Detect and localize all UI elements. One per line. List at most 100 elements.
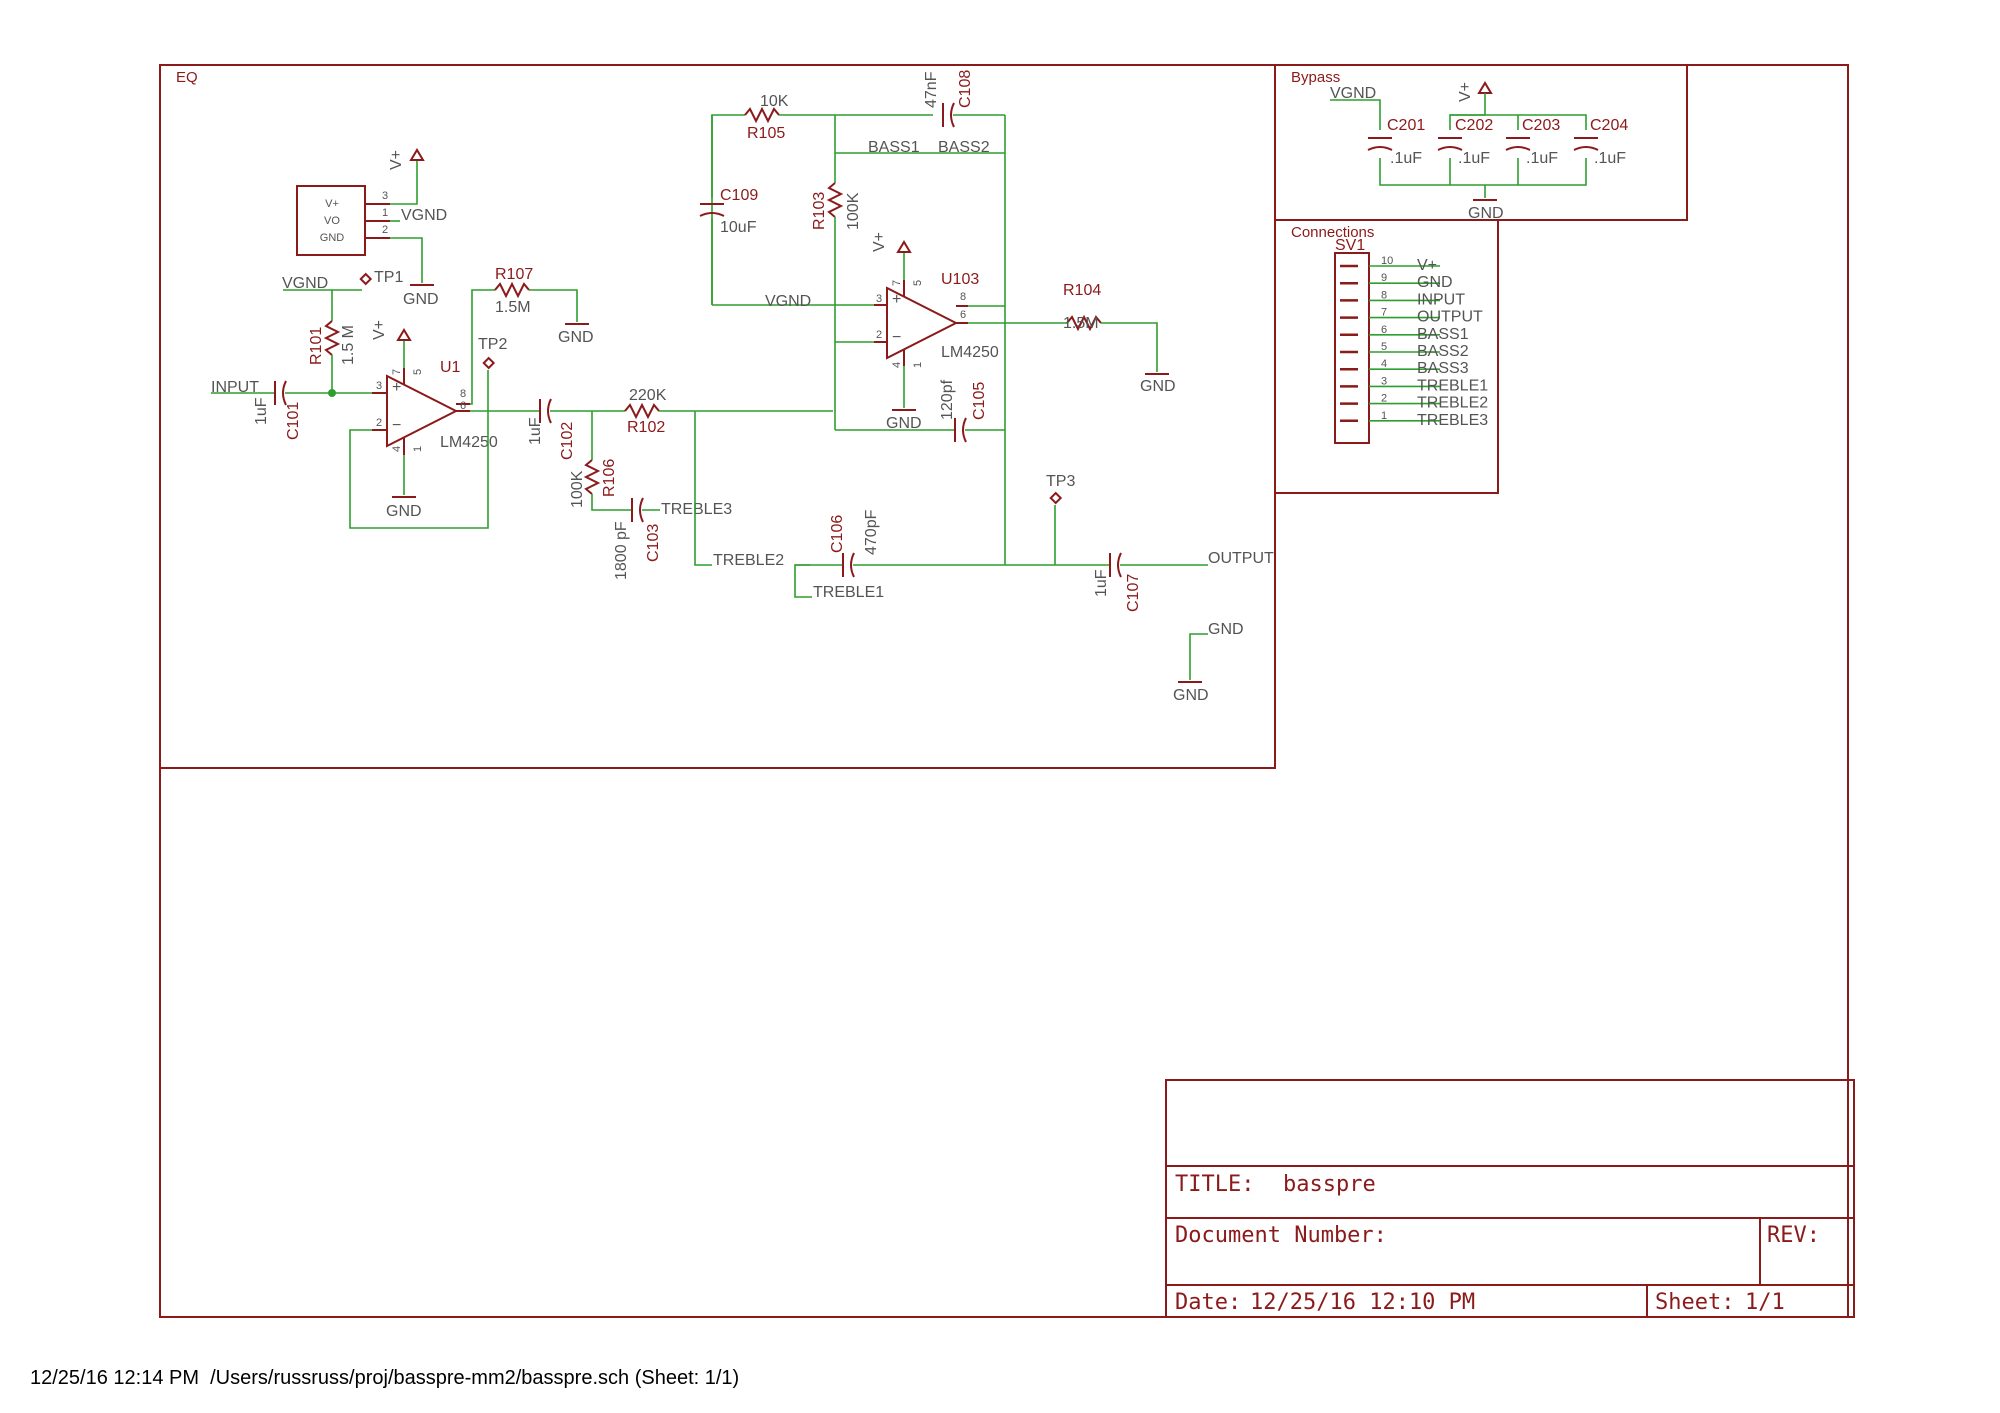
- treble1-net-label: TREBLE1: [813, 584, 884, 601]
- svg-text:C108: C108: [957, 70, 974, 108]
- svg-text:.1uF: .1uF: [1594, 150, 1626, 167]
- c107-capacitor: 1uF C107: [1093, 552, 1142, 612]
- svg-text:8: 8: [960, 291, 966, 303]
- svg-text:C203: C203: [1522, 117, 1560, 134]
- svg-text:10K: 10K: [760, 93, 789, 110]
- connector-pin-label: GND: [1417, 274, 1453, 291]
- svg-text:TP3: TP3: [1046, 473, 1075, 490]
- vplus-symbol: V+: [371, 320, 412, 341]
- connector-pin-label: V+: [1417, 257, 1437, 274]
- tp3-test-point: TP3: [1046, 473, 1075, 505]
- svg-text:R105: R105: [747, 125, 785, 142]
- svg-text:3: 3: [876, 293, 882, 305]
- title-value: basspre: [1283, 1172, 1376, 1197]
- rev-label: REV:: [1767, 1223, 1820, 1248]
- vplus-symbol: V+: [871, 232, 912, 253]
- c109-capacitor: C109 10uF: [699, 115, 758, 236]
- vplus-symbol: V+: [388, 148, 425, 170]
- svg-text:1800 pF: 1800 pF: [613, 521, 630, 580]
- connector-pin-number: 1: [1381, 410, 1387, 422]
- svg-text:7: 7: [391, 369, 403, 375]
- sheet-label: Sheet:: [1655, 1290, 1734, 1315]
- connector-pin-label: BASS3: [1417, 360, 1469, 377]
- svg-text:1: 1: [412, 446, 424, 452]
- connections-frame: [1274, 219, 1499, 494]
- vgnd-label: VGND: [765, 293, 811, 310]
- connections-section-label: Connections: [1291, 224, 1374, 241]
- svg-text:470pF: 470pF: [863, 509, 880, 555]
- eq-section-label: EQ: [176, 69, 198, 86]
- c103-capacitor: 1800 pF C103: [613, 497, 662, 580]
- connector-pin-label: OUTPUT: [1417, 309, 1483, 326]
- svg-text:7: 7: [891, 280, 903, 286]
- input-net-label: INPUT: [211, 379, 259, 396]
- vgnd-label: VGND: [401, 207, 447, 224]
- svg-text:C105: C105: [971, 382, 988, 420]
- svg-text:LM4250: LM4250: [440, 434, 498, 451]
- svg-text:10uF: 10uF: [720, 219, 757, 236]
- c106-capacitor: C106 470pF: [829, 509, 880, 578]
- gnd-label: GND: [1468, 205, 1504, 222]
- svg-text:6: 6: [460, 400, 466, 412]
- r105-resistor: 10K R105: [744, 93, 789, 142]
- svg-text:R101: R101: [308, 327, 325, 365]
- r106-resistor: 100K R106: [569, 459, 618, 508]
- svg-text:R103: R103: [811, 192, 828, 230]
- svg-text:TP2: TP2: [478, 336, 507, 353]
- treble3-net-label: TREBLE3: [661, 501, 732, 518]
- svg-text:1: 1: [382, 207, 388, 219]
- svg-text:C101: C101: [285, 402, 302, 440]
- bypass-section-label: Bypass: [1291, 69, 1340, 86]
- bass1-net-label: BASS1: [868, 139, 920, 156]
- svg-text:5: 5: [412, 369, 424, 375]
- svg-text:GND: GND: [320, 232, 345, 244]
- gnd-label: GND: [1140, 378, 1176, 395]
- svg-text:−: −: [392, 417, 401, 434]
- svg-text:3: 3: [382, 190, 388, 202]
- bass2-net-label: BASS2: [938, 139, 990, 156]
- svg-text:VO: VO: [324, 215, 340, 227]
- vgnd-label: VGND: [1330, 85, 1376, 102]
- svg-text:1.5 M: 1.5 M: [340, 325, 357, 365]
- vplus-symbol: V+: [1457, 81, 1493, 102]
- sheet-value: 1/1: [1745, 1290, 1785, 1315]
- svg-text:C106: C106: [829, 515, 846, 553]
- svg-text:C109: C109: [720, 187, 758, 204]
- svg-text:.1uF: .1uF: [1458, 150, 1490, 167]
- svg-text:C107: C107: [1125, 574, 1142, 612]
- svg-text:LM4250: LM4250: [941, 344, 999, 361]
- tp1-test-point: TP1: [359, 269, 403, 286]
- svg-text:1: 1: [912, 362, 924, 368]
- gnd-label: GND: [558, 329, 594, 346]
- svg-text:8: 8: [460, 388, 466, 400]
- svg-text:C102: C102: [559, 422, 576, 460]
- svg-text:R102: R102: [627, 419, 665, 436]
- connector-pin-label: INPUT: [1417, 291, 1465, 308]
- c202-capacitor: C202 .1uF: [1437, 117, 1493, 167]
- svg-text:47nF: 47nF: [923, 71, 940, 108]
- connector-pin-label: TREBLE3: [1417, 412, 1488, 429]
- svg-text:V+: V+: [371, 320, 388, 340]
- svg-text:R106: R106: [601, 459, 618, 497]
- eq-frame: [159, 64, 1276, 769]
- svg-text:V+: V+: [388, 150, 405, 170]
- r104-resistor: R104 1.5M: [1063, 282, 1102, 332]
- c102-capacitor: 1uF C102: [527, 398, 576, 460]
- connector-pin-number: 4: [1381, 358, 1387, 370]
- u103-opamp: + − 3 2 7 5 8 6 4 1 U103 LM4250: [874, 271, 999, 368]
- svg-text:1uF: 1uF: [1093, 569, 1110, 597]
- r107-resistor: R107 1.5M: [494, 266, 533, 316]
- svg-text:2: 2: [876, 329, 882, 341]
- svg-text:4: 4: [391, 446, 403, 452]
- svg-text:100K: 100K: [845, 192, 862, 230]
- svg-text:C103: C103: [645, 524, 662, 562]
- connector-pin-label: BASS1: [1417, 326, 1469, 343]
- svg-text:6: 6: [960, 309, 966, 321]
- svg-text:220K: 220K: [629, 387, 667, 404]
- c101-capacitor: 1uF C101: [253, 380, 302, 440]
- svg-text:1.5M: 1.5M: [495, 299, 531, 316]
- document-number-label: Document Number:: [1175, 1223, 1387, 1248]
- connector-pin-label: TREBLE2: [1417, 395, 1488, 412]
- svg-text:+: +: [392, 379, 401, 396]
